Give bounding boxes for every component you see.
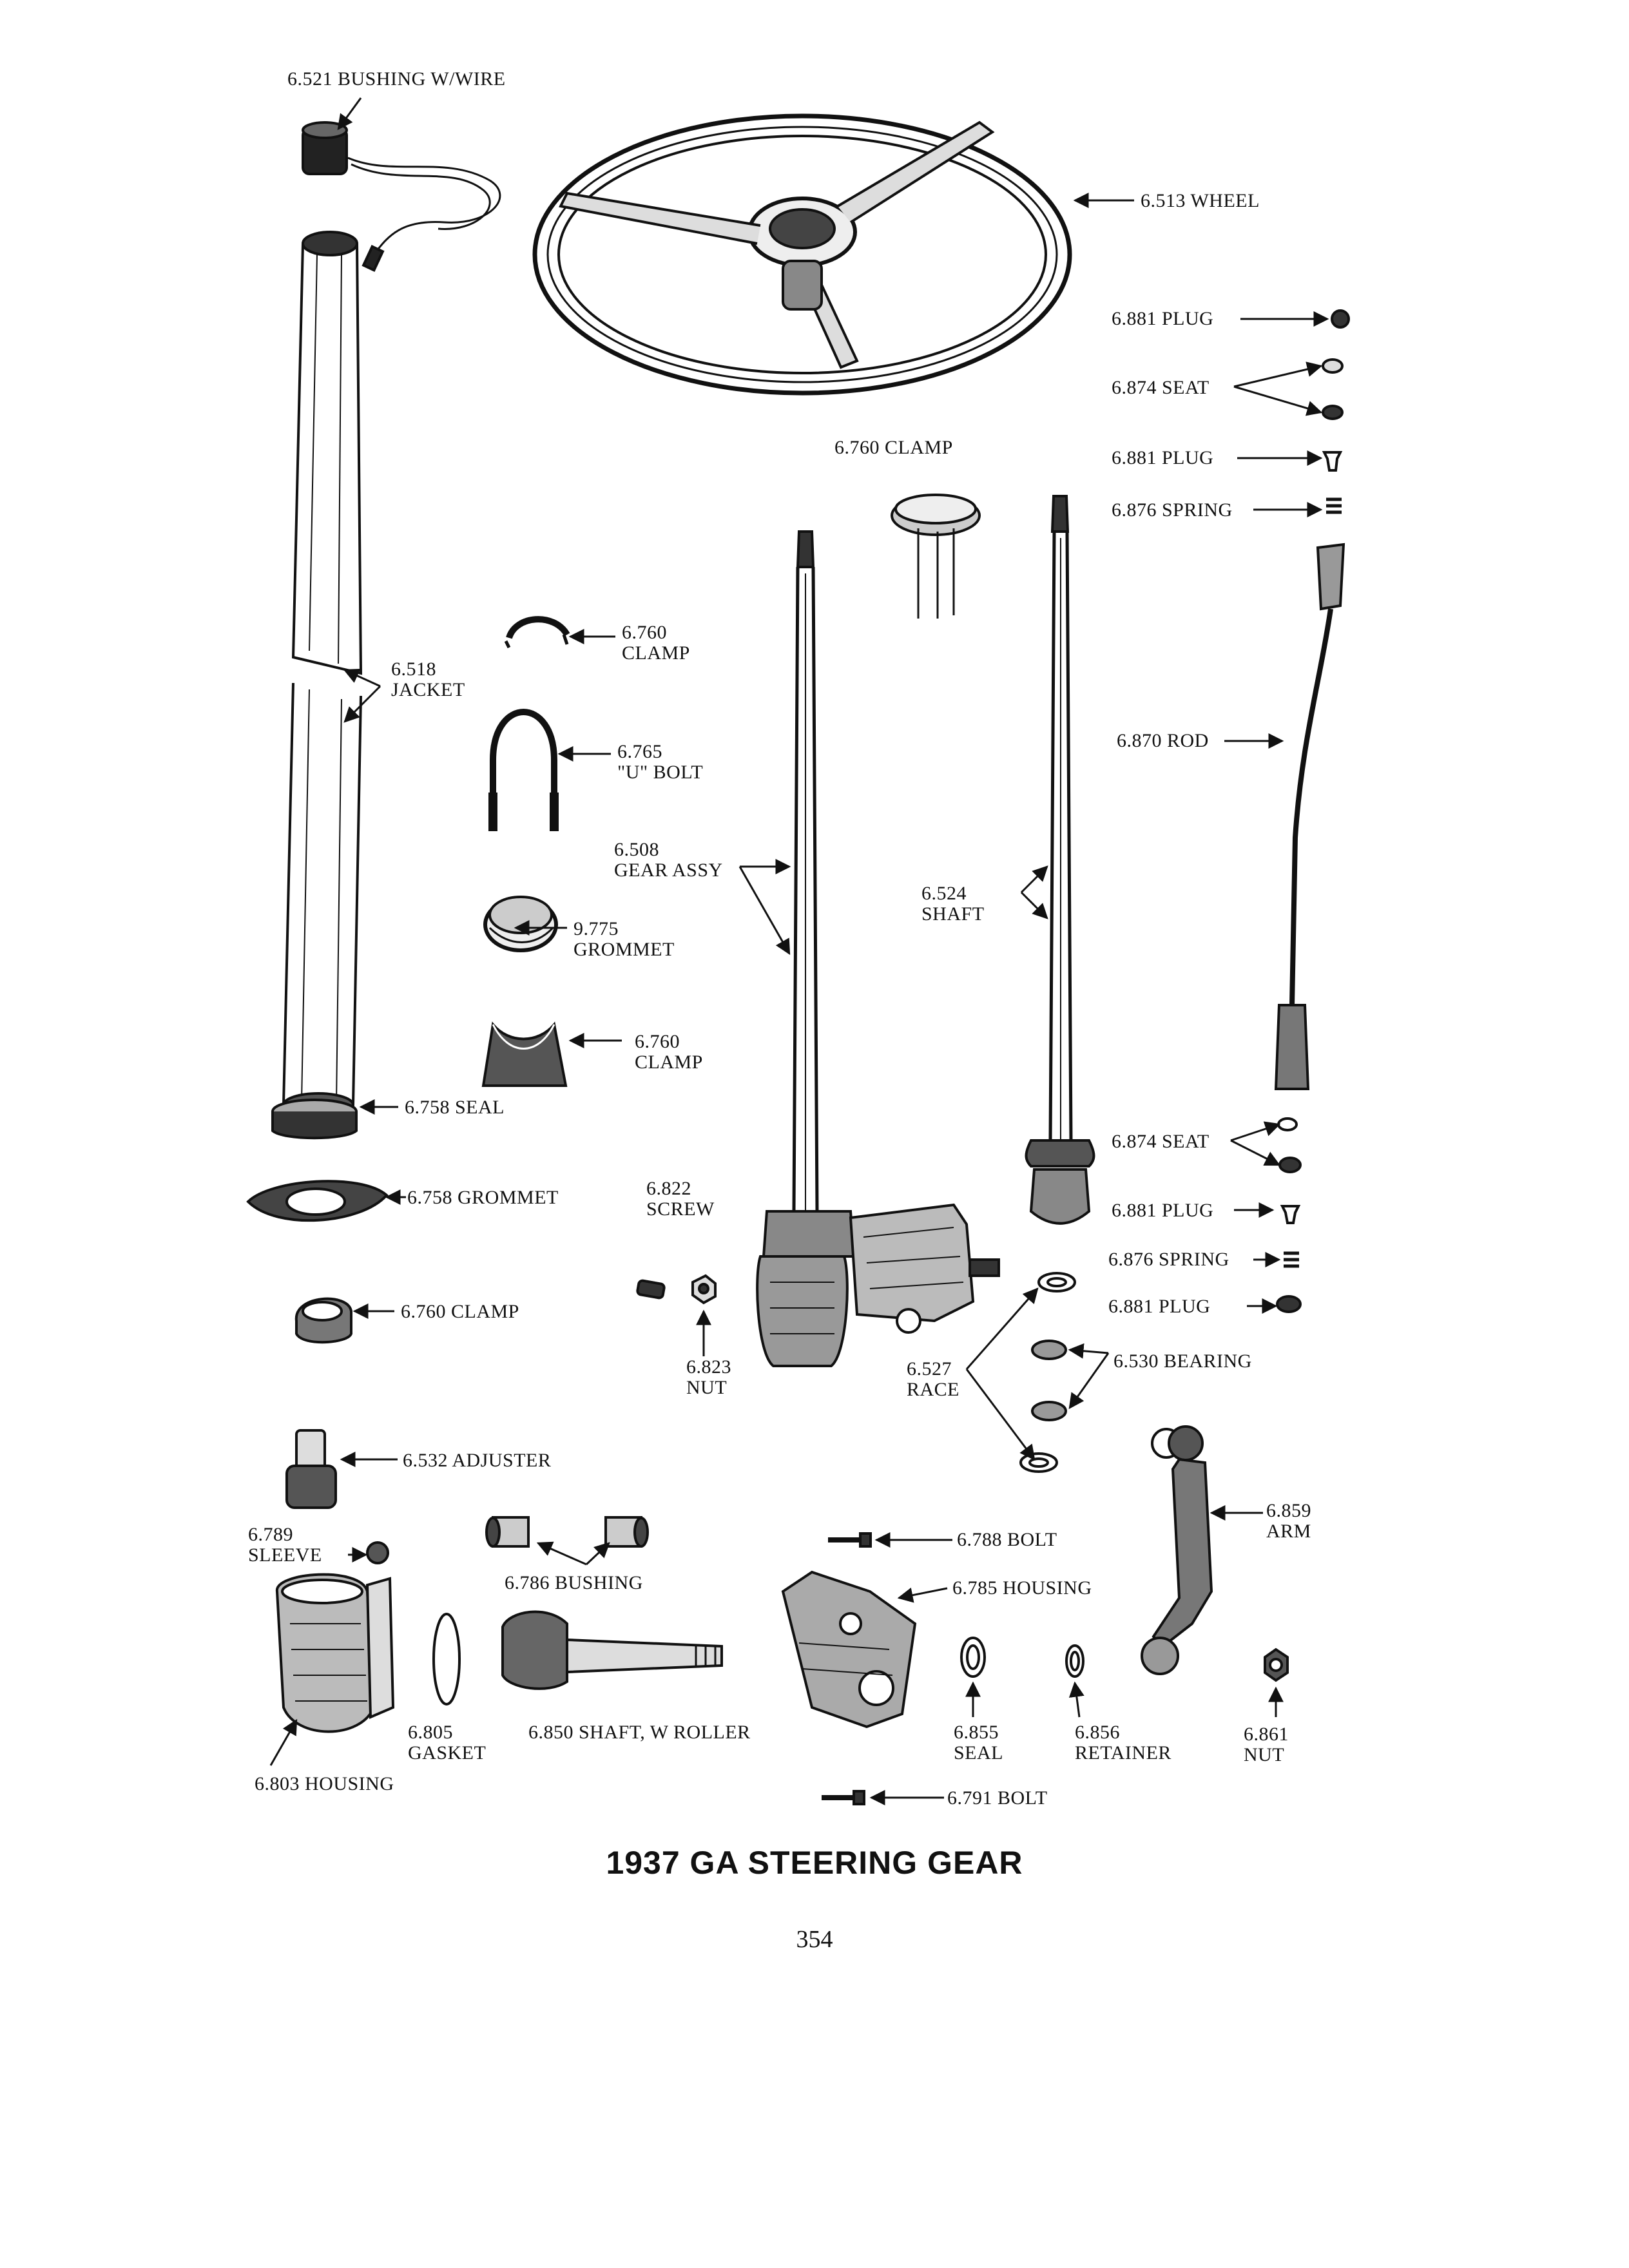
seat-874-low-part — [1277, 1117, 1302, 1173]
figure-caption: 1937 GA STEERING GEAR — [606, 1845, 1023, 1881]
label-screw-number: 6.822 — [646, 1178, 691, 1199]
label-seat-1: 6.874 SEAT — [1112, 377, 1210, 398]
label-bolt-788: 6.788 BOLT — [957, 1529, 1057, 1550]
screw-part — [636, 1279, 666, 1300]
label-race-name: RACE — [907, 1379, 960, 1400]
label-seal-855-number: 6.855 — [954, 1722, 999, 1743]
label-seal-855-name: SEAL — [954, 1742, 1003, 1763]
spring-876-low-part — [1284, 1251, 1299, 1268]
steering-wheel-part — [532, 113, 1072, 396]
sector-shaft-part — [1025, 495, 1095, 1225]
shaft-roller-part — [501, 1610, 723, 1690]
label-clamp-mid-number: 6.760 — [635, 1031, 680, 1052]
nut-861-part — [1264, 1648, 1289, 1682]
label-adjuster: 6.532 ADJUSTER — [403, 1450, 552, 1471]
plug-881-mid-part — [1322, 451, 1343, 472]
label-seal-top: 6.758 SEAL — [405, 1097, 505, 1118]
label-retainer-name: RETAINER — [1075, 1742, 1171, 1763]
clamp-mid-part — [481, 1021, 568, 1087]
label-grommet-mid: 6.758 GROMMET — [407, 1187, 559, 1208]
label-sleeve-name: SLEEVE — [248, 1544, 322, 1566]
label-spring-1: 6.876 SPRING — [1112, 499, 1233, 521]
seal-855-part — [960, 1637, 986, 1678]
label-bushing-wire: 6.521 BUSHING W/WIRE — [287, 68, 506, 90]
label-arm-number: 6.859 — [1266, 1500, 1311, 1521]
nut-823-part — [691, 1274, 717, 1305]
label-shaft-name: SHAFT — [921, 903, 985, 925]
label-clamp-small-name: CLAMP — [622, 642, 690, 664]
housing-785-part — [781, 1570, 917, 1729]
label-wheel: 6.513 WHEEL — [1141, 190, 1260, 211]
label-race-number: 6.527 — [907, 1358, 952, 1379]
label-housing-803: 6.803 HOUSING — [255, 1773, 394, 1794]
label-spring-2: 6.876 SPRING — [1108, 1249, 1229, 1270]
label-nut-861-number: 6.861 — [1244, 1724, 1289, 1745]
clamp-low-part — [294, 1297, 352, 1344]
label-housing-785: 6.785 HOUSING — [952, 1577, 1092, 1599]
label-plug-4: 6.881 PLUG — [1108, 1296, 1211, 1317]
plug-881-low-part — [1280, 1205, 1301, 1224]
label-bolt-791: 6.791 BOLT — [947, 1787, 1048, 1809]
adjuster-part — [285, 1429, 337, 1509]
label-nut-823-name: NUT — [686, 1377, 728, 1398]
label-jacket-name: JACKET — [391, 679, 465, 700]
label-retainer-number: 6.856 — [1075, 1722, 1120, 1743]
label-ubolt-number: 6.765 — [617, 741, 662, 762]
steering-jacket-part — [282, 231, 363, 1118]
label-plug-3: 6.881 PLUG — [1112, 1200, 1214, 1221]
bushing-wire-part — [302, 121, 501, 272]
grommet-mid-part — [246, 1180, 389, 1222]
retainer-part — [1065, 1644, 1084, 1678]
label-nut-823-number: 6.823 — [686, 1356, 731, 1378]
leader-lines — [269, 97, 1329, 1805]
label-clamp-top: 6.760 CLAMP — [834, 437, 953, 458]
label-clamp-low: 6.760 CLAMP — [401, 1301, 519, 1322]
label-gear-assy-name: GEAR ASSY — [614, 860, 723, 881]
bearing-part — [1031, 1340, 1067, 1421]
label-gasket-name: GASKET — [408, 1742, 487, 1763]
grommet-top-part — [483, 896, 558, 952]
label-bearing: 6.530 BEARING — [1113, 1350, 1252, 1372]
label-grommet-top-number: 9.775 — [574, 918, 619, 939]
label-bushing-786: 6.786 BUSHING — [505, 1572, 643, 1593]
label-plug-1: 6.881 PLUG — [1112, 308, 1214, 329]
clamp-top-part — [891, 494, 981, 619]
label-screw-name: SCREW — [646, 1198, 715, 1220]
label-shaft-roller: 6.850 SHAFT, W ROLLER — [528, 1722, 751, 1743]
seat-874-top-part — [1322, 358, 1344, 420]
bushing-786-part — [485, 1516, 649, 1548]
control-rod-part — [1274, 543, 1345, 1090]
race-part — [1019, 1272, 1076, 1473]
label-gasket-number: 6.805 — [408, 1722, 453, 1743]
label-shaft-number: 6.524 — [921, 883, 967, 904]
label-nut-861-name: NUT — [1244, 1744, 1285, 1765]
sleeve-part — [366, 1541, 389, 1564]
bolt-788-part — [828, 1532, 872, 1548]
gasket-part — [432, 1613, 461, 1706]
label-clamp-mid-name: CLAMP — [635, 1052, 703, 1073]
label-seat-2: 6.874 SEAT — [1112, 1131, 1210, 1152]
label-gear-assy-number: 6.508 — [614, 839, 659, 860]
page-number: 354 — [796, 1926, 833, 1953]
seal-top-part — [271, 1099, 358, 1140]
housing-803-part — [276, 1573, 395, 1733]
label-ubolt-name: "U" BOLT — [617, 762, 704, 783]
label-sleeve-number: 6.789 — [248, 1524, 293, 1545]
label-jacket-number: 6.518 — [391, 658, 436, 680]
spring-876-top-part — [1326, 497, 1342, 514]
bolt-791-part — [822, 1790, 865, 1805]
label-plug-2: 6.881 PLUG — [1112, 447, 1214, 468]
label-rod: 6.870 ROD — [1117, 730, 1209, 751]
plug-881-bottom-part — [1276, 1295, 1302, 1313]
gear-assembly-part — [756, 530, 1000, 1367]
clamp-small-part — [504, 616, 570, 649]
label-grommet-top-name: GROMMET — [574, 939, 675, 960]
label-arm-name: ARM — [1266, 1521, 1311, 1542]
plug-881-top-part — [1331, 309, 1350, 329]
pitman-arm-part — [1141, 1425, 1213, 1675]
u-bolt-part — [488, 709, 559, 831]
label-clamp-small-number: 6.760 — [622, 622, 667, 643]
